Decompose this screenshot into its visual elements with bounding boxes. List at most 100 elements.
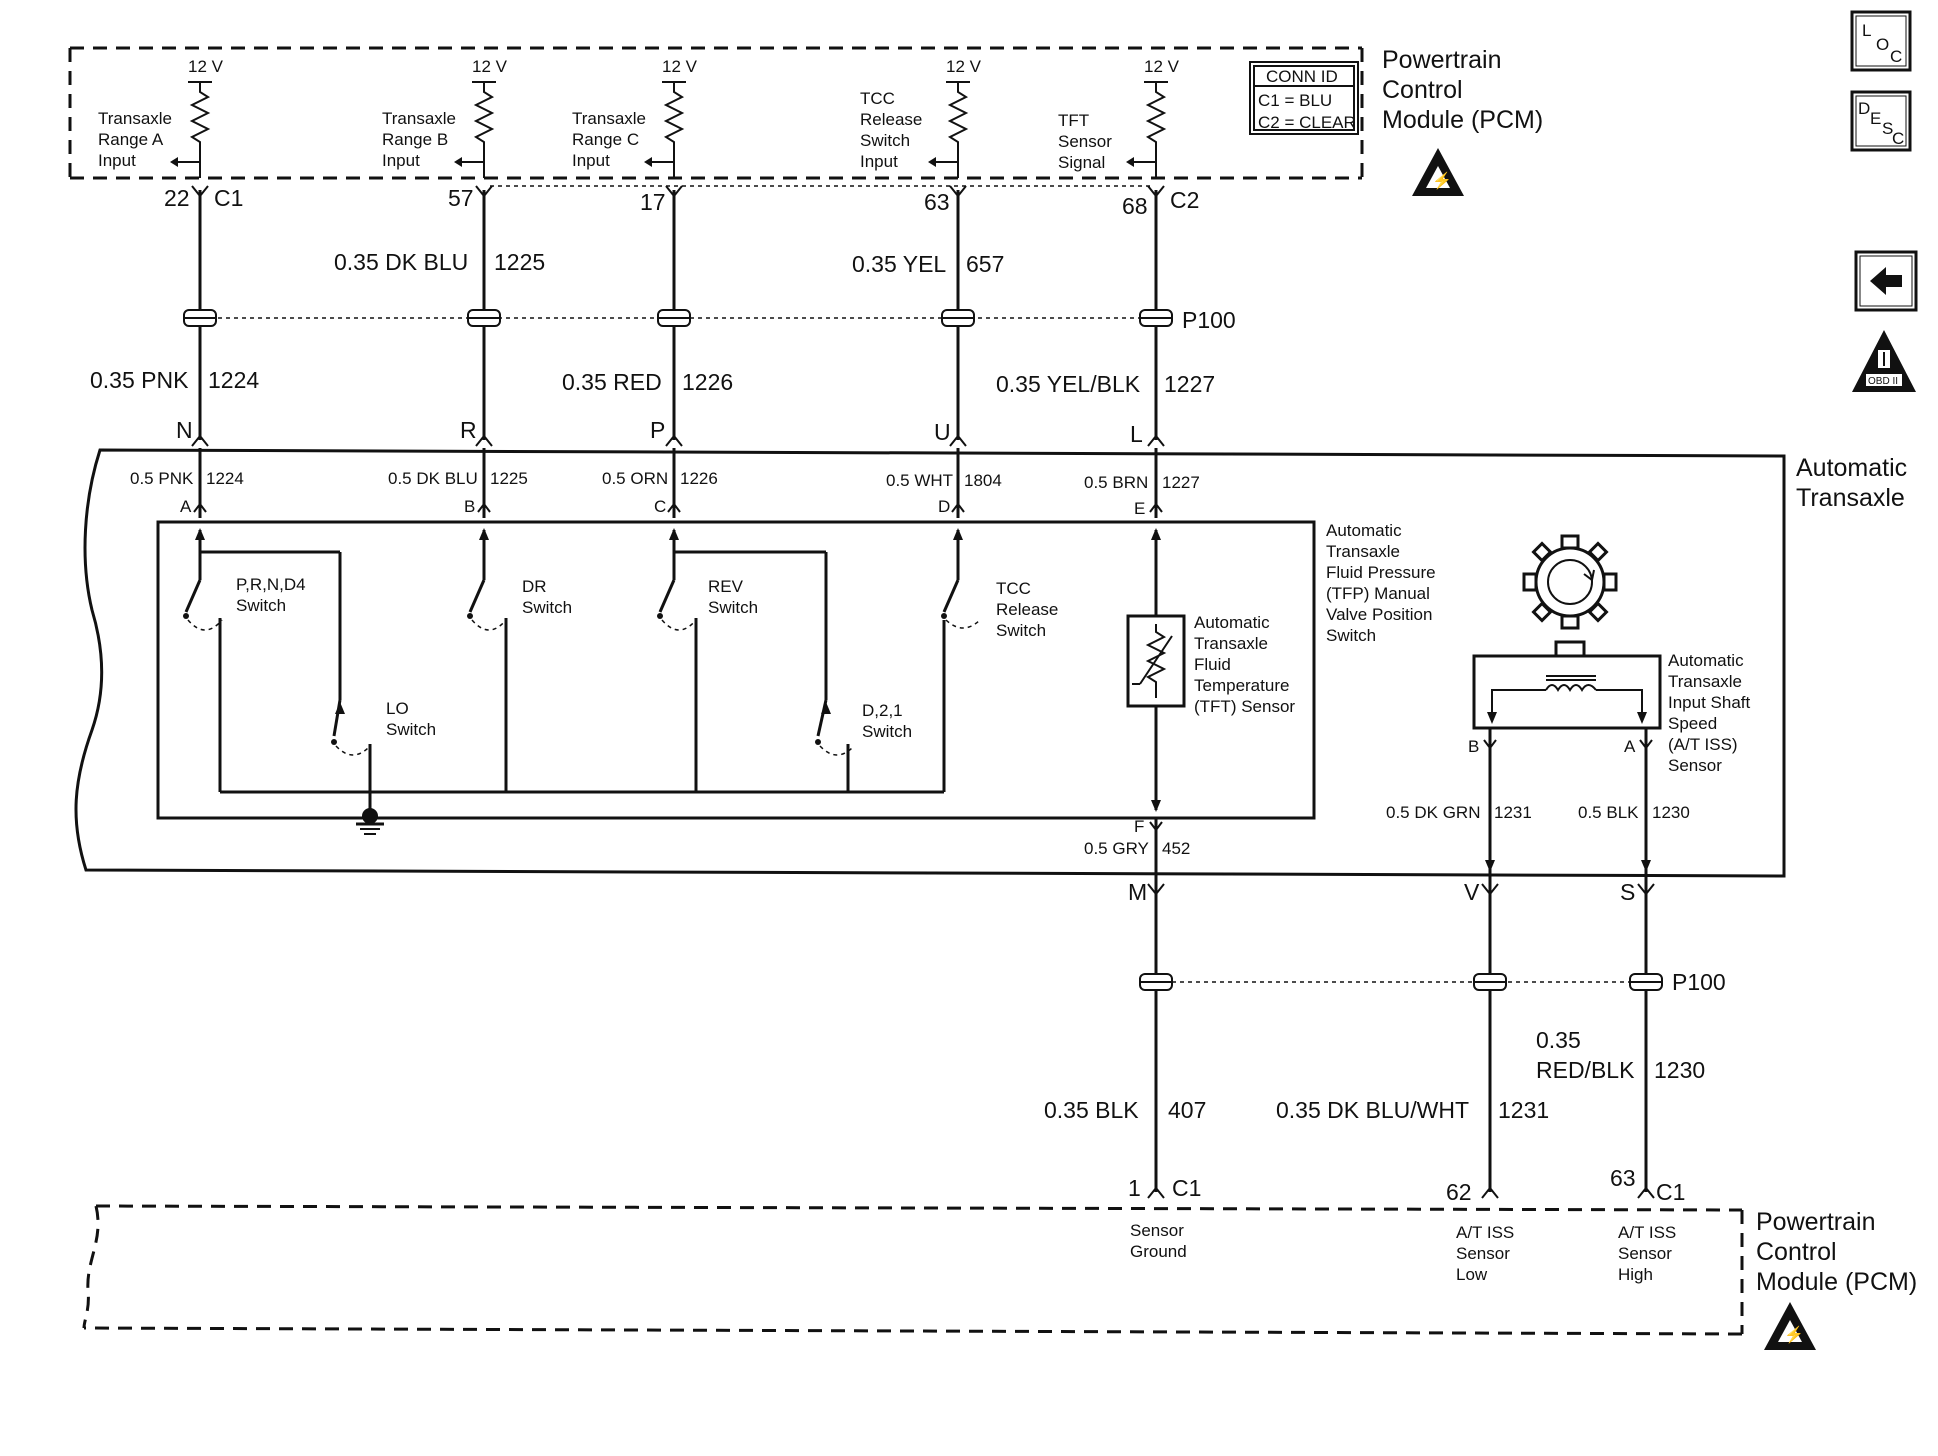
svg-text:C: C [654,497,666,516]
svg-text:407: 407 [1168,1097,1206,1123]
svg-text:O: O [1876,35,1889,54]
obd2-button[interactable]: OBD II [1852,330,1916,392]
svg-text:P100: P100 [1672,969,1726,995]
svg-text:C1: C1 [1172,1175,1201,1201]
svg-text:657: 657 [966,251,1004,277]
transaxle-outer-pins: N R P U L [176,417,1165,447]
svg-text:C1: C1 [1656,1179,1685,1205]
svg-text:C: C [1890,47,1902,66]
pcm-top-boundary [68,46,1364,180]
svg-text:1230: 1230 [1652,803,1690,822]
svg-text:0.5 WHT: 0.5 WHT [886,471,953,490]
svg-text:C1 = BLU: C1 = BLU [1258,91,1332,110]
esd-warning-icon: ⚡ [1412,148,1464,196]
svg-text:C: C [1892,129,1904,148]
arrow-left-icon [1870,267,1902,295]
svg-text:0.5 GRY: 0.5 GRY [1084,839,1149,858]
pullup-c: 12 V [644,57,698,178]
gear-icon [1522,534,1618,630]
svg-text:0.5 DK GRN: 0.5 DK GRN [1386,803,1480,822]
svg-text:C2 = CLEAR: C2 = CLEAR [1258,113,1356,132]
svg-text:63: 63 [924,189,950,215]
svg-text:1227: 1227 [1162,473,1200,492]
back-button[interactable] [1854,250,1918,312]
input-label-range-c: Transaxle Range C Input [572,109,651,170]
desc-button[interactable]: D E S C [1850,90,1912,152]
svg-text:63: 63 [1610,1165,1636,1191]
iss-sensor: Automatic Transaxle Input Shaft Speed (A… [1386,534,1755,1192]
voltage-label: 12 V [1144,57,1180,76]
svg-text:1804: 1804 [964,471,1002,490]
svg-text:E: E [1134,499,1145,518]
svg-text:0.35: 0.35 [1536,1027,1581,1053]
svg-text:1: 1 [1128,1175,1141,1201]
loc-button[interactable]: L O C [1850,10,1912,72]
tfp-switch-assembly [156,520,1316,820]
svg-text:B: B [464,497,475,516]
tfp-label: Automatic Transaxle Fluid Pressure (TFP)… [1326,521,1440,645]
iss-sensor-label: Automatic Transaxle Input Shaft Speed (A… [1668,651,1755,775]
pcm-input-pullups: 12 V 12 V 12 V 12 V 12 V [170,57,1180,178]
obd2-icon: OBD II [1852,330,1916,392]
svg-text:0.35 BLK: 0.35 BLK [1044,1097,1139,1123]
svg-text:57: 57 [448,185,474,211]
voltage-label: 12 V [188,57,224,76]
transaxle-bottom-pins: M V S [1128,879,1655,905]
svg-text:U: U [934,419,951,445]
transaxle-inner-wires: 0.5 PNK 1224 0.5 DK BLU 1225 0.5 ORN 122… [130,448,1200,518]
svg-text:0.5 BLK: 0.5 BLK [1578,803,1639,822]
tft-sensor-label: Automatic Transaxle Fluid Temperature (T… [1194,613,1295,716]
svg-text:V: V [1464,879,1480,905]
pullup-d: 12 V [928,57,982,178]
voltage-label: 12 V [472,57,508,76]
svg-text:1224: 1224 [206,469,244,488]
pullup-a: 12 V [170,57,224,178]
svg-text:1227: 1227 [1164,371,1215,397]
svg-text:C1: C1 [214,185,243,211]
svg-text:S: S [1882,119,1893,138]
voltage-label: 12 V [662,57,698,76]
svg-text:⚡: ⚡ [1784,1325,1804,1344]
svg-text:B: B [1468,737,1479,756]
svg-text:M: M [1128,879,1147,905]
svg-text:E: E [1870,109,1881,128]
svg-text:L: L [1862,21,1871,40]
p100-connector-bottom: P100 [1139,969,1726,995]
svg-text:P: P [650,417,665,443]
svg-text:452: 452 [1162,839,1190,858]
input-label-tcc: TCC Release Switch Input [860,89,927,171]
svg-text:0.5 DK BLU: 0.5 DK BLU [388,469,478,488]
p100-connector-top: P100 [183,307,1236,333]
svg-text:0.35 DK BLU: 0.35 DK BLU [334,249,468,275]
svg-text:1225: 1225 [490,469,528,488]
svg-text:D: D [1858,99,1870,118]
top-wire-labels-upper: 0.35 DK BLU 1225 0.35 YEL 657 [334,249,1004,277]
conn-id-box: CONN ID C1 = BLU C2 = CLEAR [1249,61,1359,135]
svg-text:RED/BLK: RED/BLK [1536,1057,1635,1083]
svg-text:1226: 1226 [680,469,718,488]
pcm-bottom-pins: 1 C1 62 63 C1 [1128,1165,1685,1205]
svg-text:62: 62 [1446,1179,1472,1205]
svg-text:22: 22 [164,185,190,211]
svg-text:0.35 RED: 0.35 RED [562,369,662,395]
svg-text:1231: 1231 [1498,1097,1549,1123]
esd-warning-icon: ⚡ [1764,1302,1816,1350]
transaxle-title: Automatic Transaxle [1796,454,1914,512]
svg-text:D: D [938,497,950,516]
svg-text:1225: 1225 [494,249,545,275]
pcm-top-title: Powertrain Control Module (PCM) [1382,46,1543,134]
bottom-wire-labels: 0.35 BLK 407 0.35 DK BLU/WHT 1231 0.35 R… [1044,1027,1705,1123]
svg-text:F: F [1134,817,1144,836]
voltage-label: 12 V [946,57,982,76]
svg-text:0.35 PNK: 0.35 PNK [90,367,189,393]
svg-text:OBD II: OBD II [1868,376,1898,387]
tft-ground-wire: F 0.5 GRY 452 [1084,817,1190,1192]
